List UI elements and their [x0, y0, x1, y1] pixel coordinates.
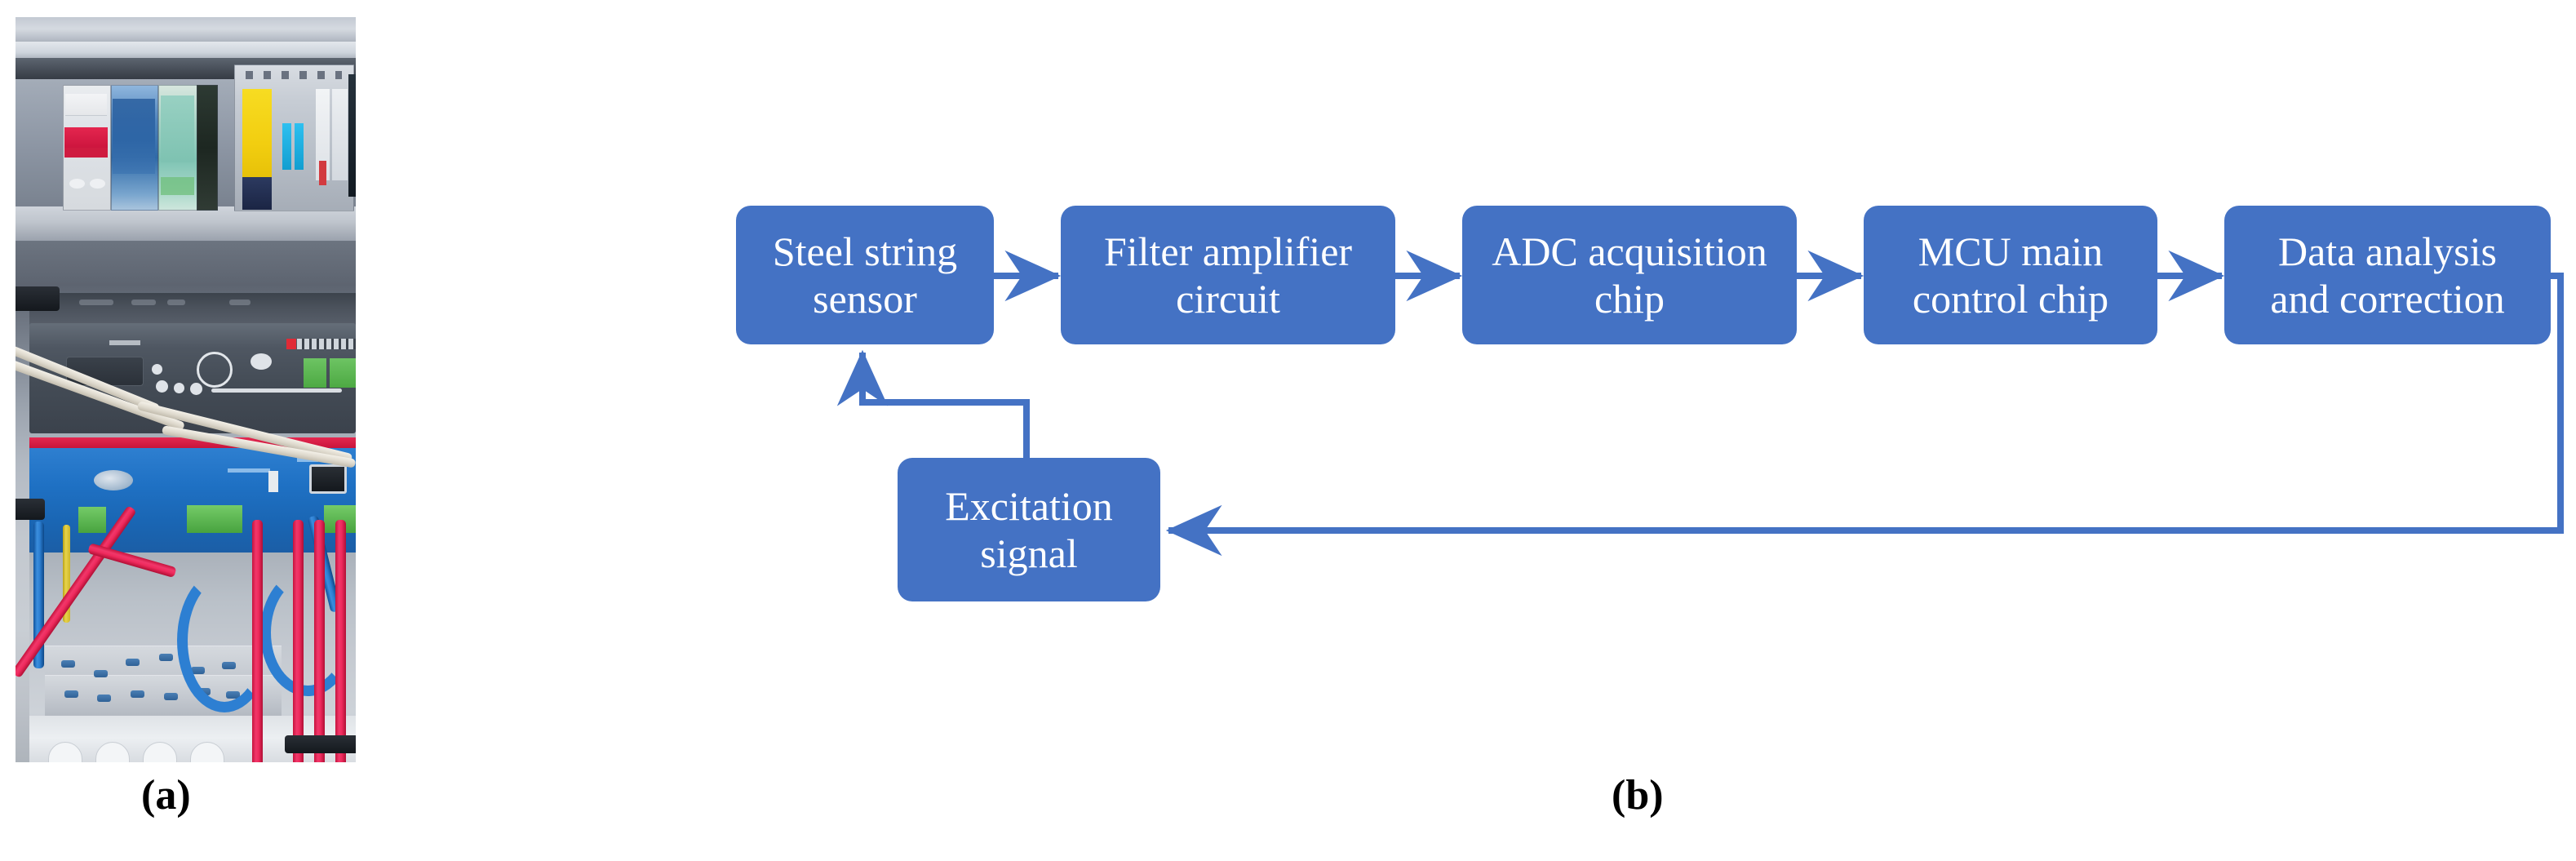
block-label-line: control chip	[1912, 276, 2109, 322]
block-label-line: Excitation	[945, 483, 1113, 529]
terminal-pin	[61, 660, 75, 668]
power-supply-vents	[246, 71, 342, 79]
block-label-line: Filter amplifier	[1103, 229, 1353, 274]
yellow-cable	[63, 525, 70, 623]
power-supply-white-block-1	[316, 89, 330, 180]
block-excitation-signal[interactable]: Excitation signal	[898, 458, 1160, 601]
terminal-pin	[64, 690, 78, 698]
block-adc-acquisition-chip[interactable]: ADC acquisition chip	[1462, 206, 1797, 344]
red-cable-vertical	[335, 520, 346, 762]
io-module-terminal-left	[78, 507, 106, 533]
power-supply-red-marker	[319, 161, 326, 185]
red-cable-vertical	[252, 520, 263, 762]
caption-panel-a: (a)	[141, 772, 191, 819]
terminal-pin	[159, 654, 173, 661]
black-cable	[16, 286, 60, 311]
block-label-line: signal	[980, 530, 1078, 576]
circuit-breaker-label	[65, 94, 107, 116]
block-data-analysis-and-correction[interactable]: Data analysis and correction	[2224, 206, 2551, 344]
controller-green-terminal-1	[304, 358, 326, 388]
controller-vent-3	[167, 300, 185, 305]
io-module-terminal-center	[187, 505, 242, 533]
io-module-white-cap	[268, 471, 278, 492]
controller-knob-4	[190, 383, 202, 395]
dark-rail-module	[197, 85, 218, 211]
power-supply-dark-base	[242, 177, 272, 210]
controller-vent-4	[229, 300, 251, 305]
controller-white-wire	[211, 388, 342, 393]
io-module-ethernet-port	[309, 464, 347, 494]
blue-io-module	[29, 448, 356, 553]
caption-panel-b: (b)	[1612, 772, 1664, 819]
block-label-line: Data analysis	[2278, 229, 2497, 274]
controller-vent-1	[79, 300, 113, 305]
din-rail-shelf	[16, 206, 356, 241]
controller-red-led	[286, 339, 296, 349]
panel-a-photograph	[16, 17, 356, 762]
io-module-badge	[94, 470, 133, 490]
block-mcu-main-control-chip[interactable]: MCU main control chip	[1864, 206, 2157, 344]
controller-led-bank	[297, 339, 356, 349]
circuit-breaker-red-bar	[64, 148, 108, 158]
block-label-line: ADC acquisition	[1492, 229, 1767, 274]
circuit-breaker-knob-left	[69, 179, 85, 189]
block-steel-string-sensor[interactable]: Steel string sensor	[736, 206, 994, 344]
controller-vent-2	[131, 300, 156, 305]
terminal-pin	[94, 670, 108, 677]
io-module-label-1	[228, 468, 270, 473]
teal-rail-module-face	[161, 95, 194, 162]
black-cable	[16, 499, 45, 520]
cabinet-top-shelf	[16, 42, 356, 60]
block-label-line: chip	[1594, 276, 1665, 322]
block-label-line: Steel string	[772, 229, 958, 274]
terminal-pin	[97, 695, 111, 702]
controller-knob-3	[174, 383, 184, 393]
teal-module-green-terminal	[161, 177, 194, 195]
power-supply-white-block-2	[332, 89, 348, 180]
red-cable-vertical	[314, 520, 325, 762]
block-label-line: and correction	[2270, 276, 2505, 322]
red-cable-vertical	[293, 520, 304, 762]
block-label-line: sensor	[813, 276, 917, 322]
controller-green-terminal-2	[330, 358, 356, 388]
circuit-breaker-knob-right	[90, 179, 105, 189]
terminal-pin	[126, 659, 140, 666]
panel-b-block-diagram: Steel string sensor Filter amplifier cir…	[359, 0, 2576, 861]
power-supply-yellow-face	[242, 89, 272, 189]
controller-knob-1	[152, 364, 162, 375]
block-filter-amplifier-circuit[interactable]: Filter amplifier circuit	[1061, 206, 1395, 344]
circuit-breaker-red-toggle	[64, 127, 108, 151]
blue-rail-module-face	[113, 99, 155, 174]
terminal-pin	[131, 690, 144, 698]
terminal-pin	[164, 693, 178, 700]
power-supply-cyan-indicator-2	[295, 123, 304, 170]
controller-knob-2	[156, 380, 168, 393]
controller-silkscreen-label	[109, 340, 140, 345]
block-label-line: circuit	[1176, 276, 1280, 322]
power-supply-right-black-cable	[348, 74, 356, 197]
block-label-line: MCU main	[1918, 229, 2104, 274]
controller-indicator-cluster	[251, 353, 272, 370]
black-cable-bottom	[285, 735, 356, 753]
controller-dial	[197, 352, 233, 388]
power-supply-cyan-indicator-1	[282, 123, 291, 170]
controller-top-edge	[29, 293, 356, 326]
